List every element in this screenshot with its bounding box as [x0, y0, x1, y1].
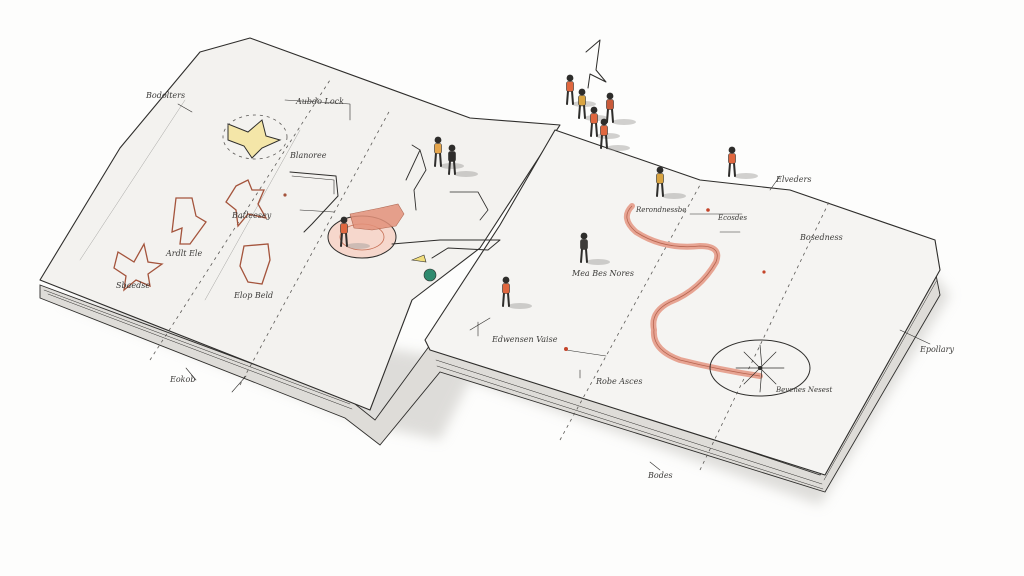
label-top-mid: Aubdo Lock — [295, 97, 344, 106]
label-right-mid-a: Ecosdes — [717, 214, 747, 222]
label-bottom-left: Eokob — [169, 375, 195, 384]
person-figure-icon — [502, 276, 532, 309]
label-shape-left: Ardlt Ele — [165, 249, 202, 258]
label-right-edge: Epollary — [919, 345, 954, 354]
label-compass: Bevenes Nesest — [775, 386, 832, 394]
person-figure-icon — [580, 232, 610, 265]
label-bottom-right: Bodes — [647, 471, 673, 480]
person-figure-icon — [600, 118, 630, 151]
fold-line — [239, 109, 391, 386]
label-right-mid-b: Bosedness — [799, 233, 843, 242]
sheet-thickness — [39, 268, 941, 493]
label-right-bottom-b: Robe Asces — [595, 377, 642, 386]
person-figure-icon — [448, 144, 478, 177]
compass-rose-icon — [709, 339, 811, 397]
label-right-top-b: Rerondnessbe — [635, 206, 686, 214]
people-group — [340, 74, 758, 309]
right-map-sheet — [424, 129, 941, 476]
label-near-pink: Blanoree — [289, 151, 327, 160]
person-figure-icon — [656, 166, 686, 199]
label-right-top-a: Elveders — [775, 175, 811, 184]
card-shape — [239, 243, 271, 285]
tall-shape — [171, 197, 207, 245]
person-figure-icon — [606, 92, 636, 125]
person-figure-icon — [434, 136, 464, 169]
label-top-left: Bodolters — [145, 91, 185, 100]
fold-line — [699, 199, 831, 471]
left-route-line — [289, 171, 339, 233]
left-map-sheet — [39, 37, 561, 411]
star-shape-mid — [225, 179, 268, 228]
label-right-center: Mea Bes Nores — [571, 269, 634, 278]
star-shape-bottom — [113, 242, 164, 292]
person-figure-icon — [340, 216, 370, 249]
green-marker-icon — [423, 268, 437, 282]
person-figure-icon — [728, 146, 758, 179]
label-star-mid: Batleesey — [231, 211, 272, 220]
label-star-bottom: Sbaedse — [116, 281, 150, 290]
label-card-bottom: Elop Beld — [233, 291, 273, 300]
star-shape-top — [222, 114, 288, 160]
kite-icon — [585, 39, 607, 89]
label-right-bottom-a: Edwensen Vaise — [491, 335, 558, 344]
target-circle — [327, 203, 405, 259]
